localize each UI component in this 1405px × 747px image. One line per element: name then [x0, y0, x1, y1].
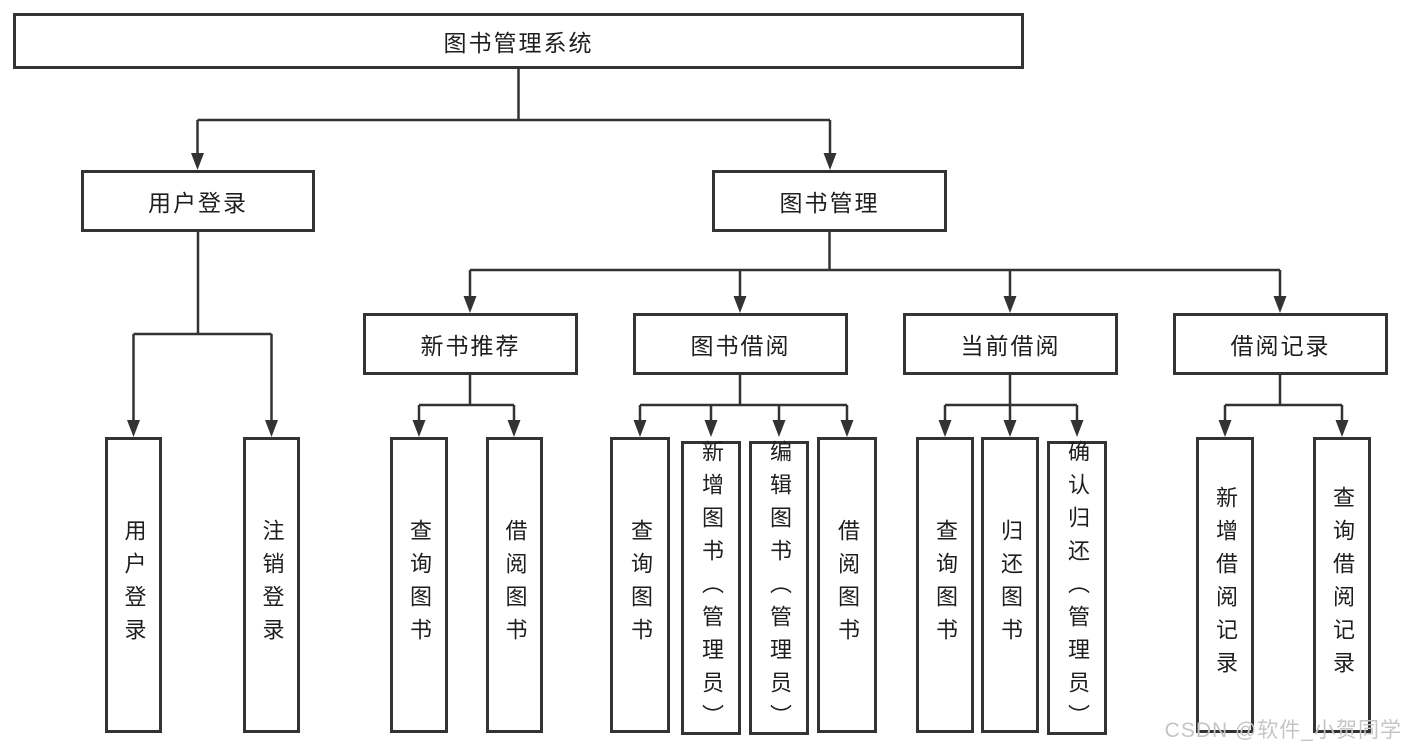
leaf-borrow-books-1: 借阅图书 — [486, 437, 543, 733]
node-label: 用户登录 — [148, 190, 248, 216]
leaf-borrow-books-2: 借阅图书 — [817, 437, 877, 733]
leaf-query-books-1: 查询图书 — [390, 437, 448, 733]
node-borrowing-records: 借阅记录 — [1173, 313, 1388, 375]
node-label: 图书管理 — [779, 190, 880, 216]
leaf-add-books-admin: 新增图书（管理员） — [681, 439, 741, 737]
leaf-query-books-3: 查询图书 — [916, 437, 974, 733]
leaf-label: 注销登录 — [259, 519, 285, 651]
node-user-login: 用户登录 — [81, 170, 315, 232]
leaf-label: 用户登录 — [121, 519, 147, 651]
node-new-book-recommendation: 新书推荐 — [363, 313, 578, 375]
leaf-return-books: 归还图书 — [981, 437, 1039, 733]
leaf-confirm-return-admin: 确认归还（管理员） — [1047, 439, 1107, 737]
node-label: 新书推荐 — [420, 333, 521, 359]
leaf-label: 确认归还（管理员） — [1065, 439, 1090, 737]
leaf-add-borrow-record: 新增借阅记录 — [1196, 437, 1254, 733]
leaf-query-books-2: 查询图书 — [610, 437, 670, 733]
node-label: 当前借阅 — [960, 333, 1061, 359]
leaf-label: 借阅图书 — [835, 519, 860, 651]
leaf-user-login: 用户登录 — [105, 437, 162, 733]
leaf-edit-books-admin: 编辑图书（管理员） — [749, 439, 809, 737]
node-label: 借阅记录 — [1230, 333, 1331, 359]
leaf-label: 查询图书 — [933, 519, 958, 651]
leaf-logout: 注销登录 — [243, 437, 300, 733]
leaf-label: 借阅图书 — [502, 519, 528, 651]
leaf-label: 查询借阅记录 — [1330, 486, 1355, 684]
node-book-management: 图书管理 — [712, 170, 947, 232]
leaf-label: 新增图书（管理员） — [699, 439, 724, 737]
node-current-borrowing: 当前借阅 — [903, 313, 1118, 375]
node-book-borrowing: 图书借阅 — [633, 313, 848, 375]
leaf-label: 新增借阅记录 — [1213, 486, 1238, 684]
leaf-label: 查询图书 — [407, 519, 432, 651]
node-label: 图书借阅 — [690, 333, 791, 359]
leaf-label: 查询图书 — [628, 519, 653, 651]
leaf-query-borrow-record: 查询借阅记录 — [1313, 437, 1371, 733]
leaf-label: 归还图书 — [998, 519, 1023, 651]
csdn-watermark: CSDN @软件_小贺同学 — [1164, 719, 1402, 742]
node-label: 图书管理系统 — [443, 30, 594, 56]
node-library-management-system: 图书管理系统 — [13, 13, 1024, 69]
leaf-label: 编辑图书（管理员） — [767, 439, 792, 737]
